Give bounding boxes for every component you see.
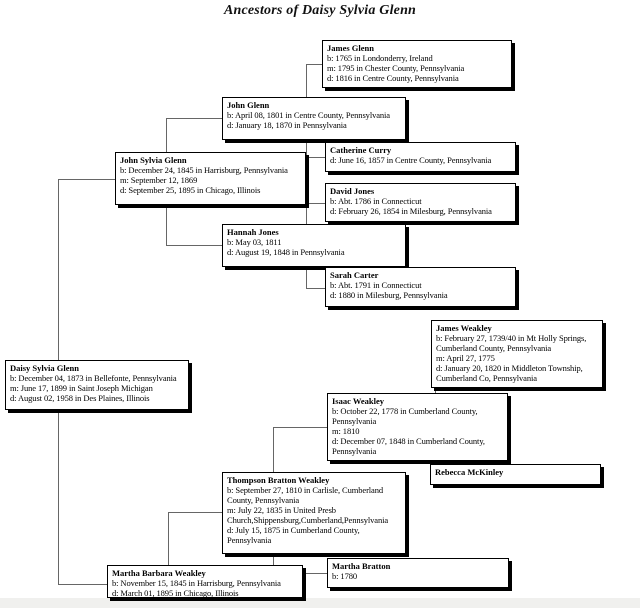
person-name: James Glenn [327, 43, 374, 53]
person-detail-line: d: January 18, 1870 in Pennsylvania [227, 120, 347, 130]
person-name: Hannah Jones [227, 227, 279, 237]
person-detail-line: d: September 25, 1895 in Chicago, Illino… [120, 185, 261, 195]
person-detail-line: d: March 01, 1895 in Chicago, Illinois [112, 588, 239, 598]
person-name: Thompson Bratton Weakley [227, 475, 330, 485]
person-detail-line: d: August 19, 1848 in Pennsylvania [227, 247, 345, 257]
connector-line [306, 157, 325, 158]
connector-line [306, 140, 307, 157]
connector-line [168, 512, 169, 565]
person-detail-line: b: Abt. 1786 in Connecticut [330, 196, 422, 206]
connector-line [58, 179, 115, 180]
person-detail-line: b: December 24, 1845 in Harrisburg, Penn… [120, 165, 288, 175]
person-name: Daisy Sylvia Glenn [10, 363, 79, 373]
page-bottom-edge [0, 598, 640, 608]
person-box-rebecca-mckinley[interactable]: Rebecca McKinley [430, 464, 601, 485]
chart-title: Ancestors of Daisy Sylvia Glenn [223, 3, 417, 18]
connector-line [306, 203, 325, 204]
connector-line [58, 179, 59, 360]
person-detail-line: b: 1780 [332, 571, 358, 581]
connector-line [273, 427, 274, 472]
person-detail-line: b: 1765 in Londonderry, Ireland [327, 53, 433, 63]
person-detail-line: Cumberland Co, Pennsylvania [436, 373, 537, 383]
connector-line [273, 554, 274, 573]
person-name: Rebecca McKinley [435, 467, 504, 477]
person-detail-line: b: November 15, 1845 in Harrisburg, Penn… [112, 578, 281, 588]
person-detail-line: m: September 12, 1869 [120, 175, 198, 185]
connector-line [58, 584, 107, 585]
connector-line [166, 205, 167, 245]
person-name: Martha Bratton [332, 561, 391, 571]
connector-line [166, 118, 222, 119]
connector-line [306, 288, 325, 289]
person-detail-line: b: September 27, 1810 in Carlisle, Cumbe… [227, 485, 384, 495]
person-detail-line: m: April 27, 1775 [436, 353, 495, 363]
person-name: David Jones [330, 186, 375, 196]
connector-line [306, 267, 307, 288]
person-detail-line: m: June 17, 1899 in Saint Joseph Michiga… [10, 383, 153, 393]
person-detail-line: b: April 08, 1801 in Centre County, Penn… [227, 110, 390, 120]
person-name: Catherine Curry [330, 145, 392, 155]
person-detail-line: Cumberland County, Pennsylvania [436, 343, 552, 353]
connector-line [306, 64, 307, 97]
person-detail-line: m: 1795 in Chester County, Pennsylvania [327, 63, 465, 73]
connector-line [435, 461, 436, 464]
person-detail-line: Pennsylvania [332, 446, 377, 456]
person-detail-line: b: October 22, 1778 in Cumberland County… [332, 406, 478, 416]
person-name: Isaac Weakley [332, 396, 385, 406]
person-detail-line: County, Pennsylvania [227, 495, 300, 505]
person-detail-line: m: 1810 [332, 426, 360, 436]
person-detail-line: d: June 16, 1857 in Centre County, Penns… [330, 155, 492, 165]
connector-line [435, 386, 436, 393]
person-detail-line: d: August 02, 1958 in Des Plaines, Illin… [10, 393, 150, 403]
person-name: John Glenn [227, 100, 270, 110]
connector-line [168, 512, 222, 513]
person-detail-line: d: January 20, 1820 in Middleton Townshi… [436, 363, 583, 373]
person-detail-line: d: 1880 in Milesburg, Pennsylvania [330, 290, 448, 300]
person-detail-line: d: July 15, 1875 in Cumberland County, [227, 525, 360, 535]
person-detail-line: b: May 03, 1811 [227, 237, 282, 247]
person-detail-line: d: 1816 in Centre County, Pennsylvania [327, 73, 459, 83]
person-detail-line: b: December 04, 1873 in Bellefonte, Penn… [10, 373, 177, 383]
person-detail-line: d: February 26, 1854 in Milesburg, Penns… [330, 206, 492, 216]
person-detail-line: b: Abt. 1791 in Connecticut [330, 280, 422, 290]
person-detail-line: Church,Shippensburg,Cumberland,Pennsylva… [227, 515, 389, 525]
person-detail-line: d: December 07, 1848 in Cumberland Count… [332, 436, 485, 446]
person-detail-line: Pennsylvania [332, 416, 377, 426]
person-detail-line: b: February 27, 1739/40 in Mt Holly Spri… [436, 333, 587, 343]
person-detail-line: m: July 22, 1835 in United Presb [227, 505, 336, 515]
connector-line [58, 410, 59, 584]
connector-line [306, 64, 322, 65]
connector-line [273, 427, 327, 428]
person-name: Martha Barbara Weakley [112, 568, 206, 578]
person-name: James Weakley [436, 323, 492, 333]
person-name: Sarah Carter [330, 270, 379, 280]
connector-line [166, 245, 222, 246]
person-name: John Sylvia Glenn [120, 155, 187, 165]
person-detail-line: Pennsylvania [227, 535, 272, 545]
connector-line [306, 203, 307, 224]
connector-line [166, 118, 167, 152]
